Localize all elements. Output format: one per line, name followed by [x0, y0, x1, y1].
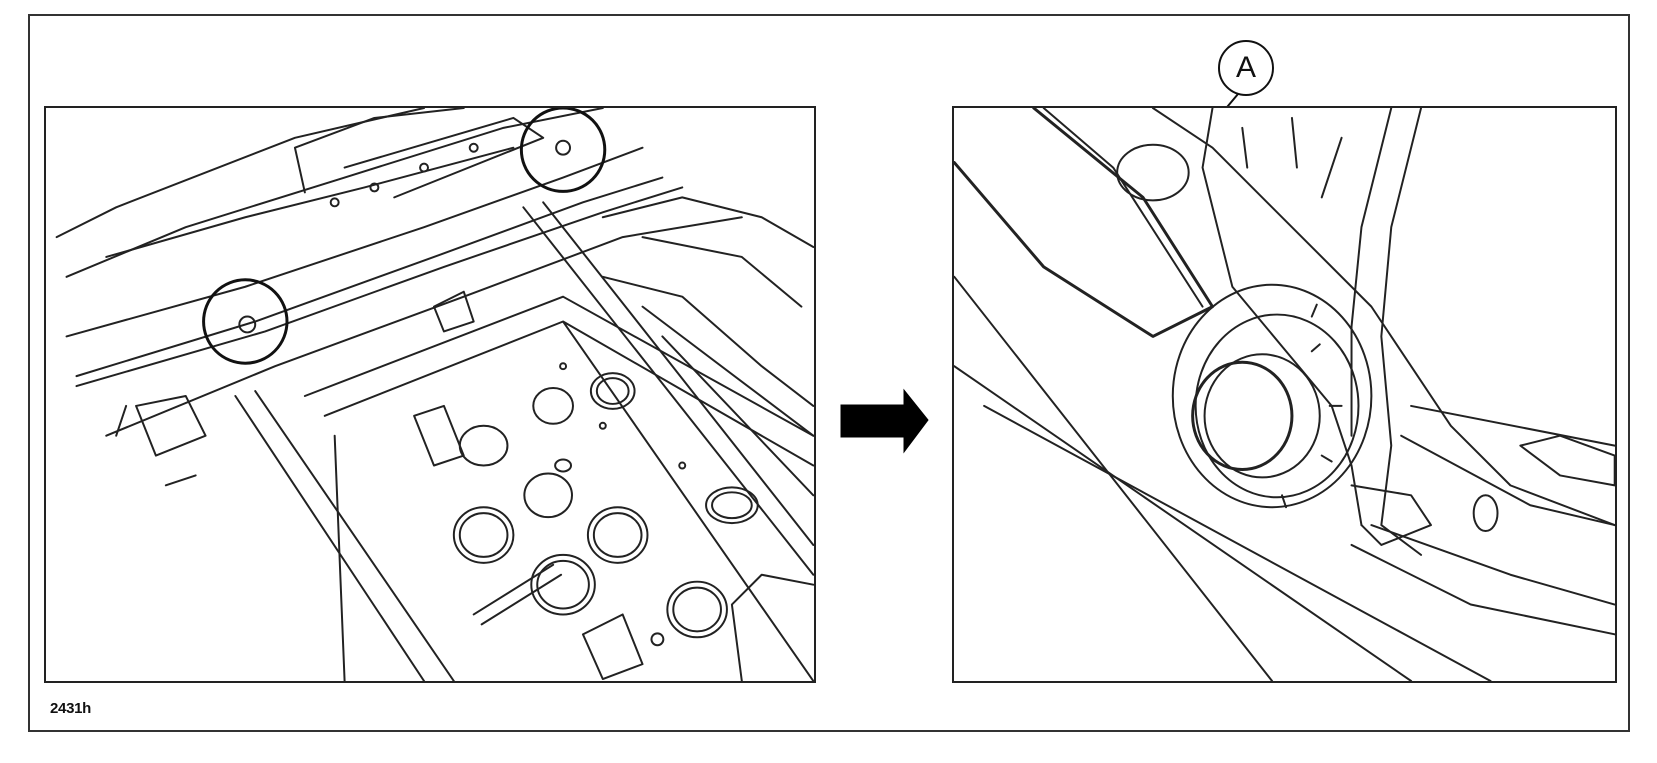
left-foot	[115, 394, 207, 487]
rail-2	[954, 365, 1413, 681]
pivot-ring-outer	[1171, 283, 1373, 509]
vertical-bracket-2	[1350, 108, 1393, 437]
upper-rail-inner	[105, 146, 515, 258]
pivot-ring-inner	[1203, 353, 1321, 479]
detail-circle-left	[202, 278, 289, 365]
overview-drawing	[55, 108, 814, 681]
rail-1	[954, 275, 1274, 681]
pivot-ring-mid	[1194, 313, 1360, 499]
detail-drawing	[954, 108, 1615, 681]
tab-center	[581, 613, 644, 681]
callout-a-label: A	[1218, 40, 1274, 96]
figure-id-label: 2431h	[50, 700, 92, 717]
knob	[730, 573, 814, 681]
rail-3	[983, 404, 1492, 681]
tab-upper	[432, 290, 475, 333]
top-bracket	[293, 108, 545, 199]
foot-plate	[1350, 484, 1432, 546]
bolt-head	[1191, 360, 1294, 471]
tab-left	[413, 404, 465, 467]
cross-beam	[65, 146, 664, 378]
overview-panel	[44, 106, 816, 683]
seat-pan	[303, 295, 814, 681]
top-bushing	[1116, 143, 1190, 202]
right-hole	[1472, 494, 1499, 533]
upper-arm-inner	[1042, 108, 1204, 308]
right-frame-lower	[641, 305, 814, 497]
bolt-ticks	[1281, 303, 1343, 509]
hatch-lines	[1241, 116, 1343, 199]
support-rod-2	[522, 201, 814, 576]
upper-arm	[954, 108, 1214, 338]
support-rod	[234, 390, 455, 681]
right-frame	[601, 196, 814, 407]
right-end-cap	[1519, 434, 1615, 487]
detail-circle-top	[519, 108, 607, 193]
cross-beam-lower	[75, 186, 743, 437]
right-tube	[1400, 404, 1615, 527]
rail-4	[1151, 108, 1615, 527]
right-lower	[1350, 524, 1615, 636]
vertical-bracket	[1201, 108, 1363, 527]
slot	[472, 563, 563, 626]
detail-panel	[952, 106, 1617, 683]
